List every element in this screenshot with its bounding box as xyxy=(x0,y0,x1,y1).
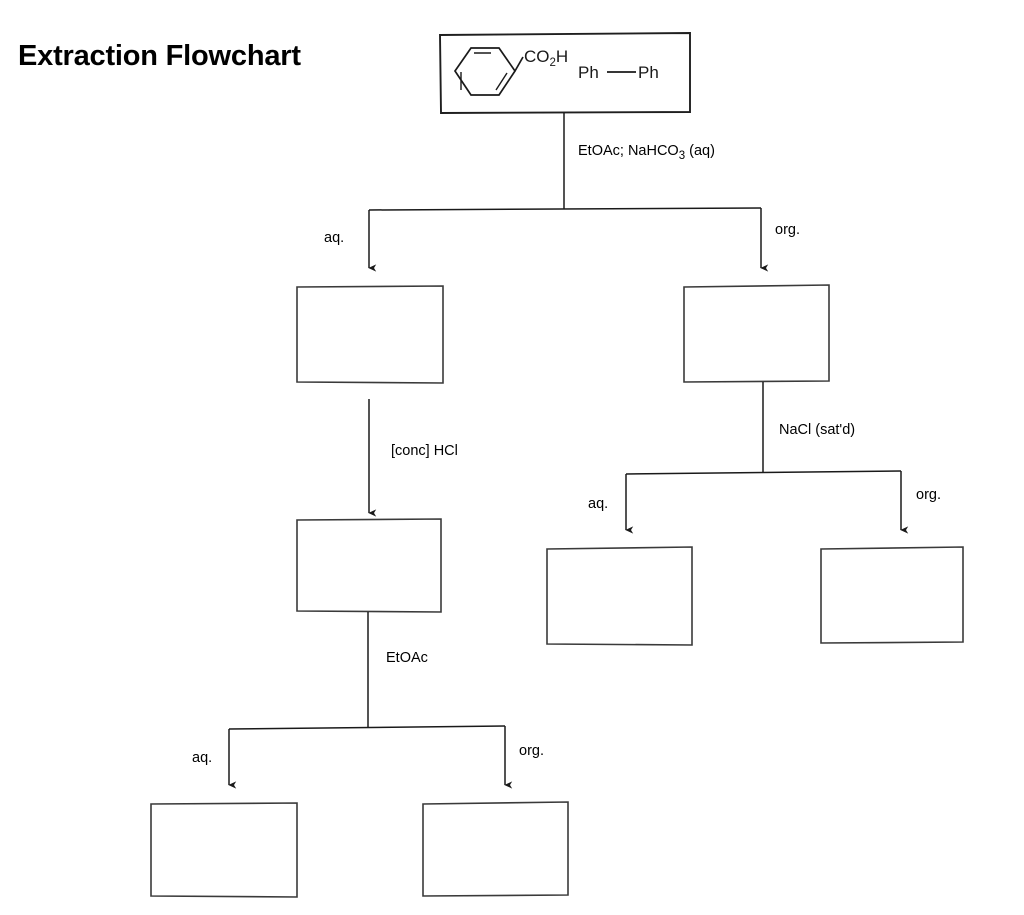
box-acidified-aqueous xyxy=(296,518,442,613)
step1-pre: EtOAc; NaHCO xyxy=(578,143,679,159)
phase-label-aq-3: aq. xyxy=(192,750,212,766)
phase-label-org-1: org. xyxy=(775,222,800,238)
box-organic-final-right xyxy=(820,546,964,644)
split-3-crossbar xyxy=(228,725,506,730)
split-2-crossbar xyxy=(625,470,902,475)
phase-label-org-2: org. xyxy=(916,487,941,503)
box-organic-level1 xyxy=(683,284,830,383)
split-2-connector xyxy=(625,382,909,534)
phase-label-aq-2: aq. xyxy=(588,496,608,512)
biphenyl-right: Ph xyxy=(638,63,659,82)
reagent-label-step1: EtOAc; NaHCO3 (aq) xyxy=(578,143,715,162)
box-organic-final-left xyxy=(422,801,569,897)
box-aqueous-final-left xyxy=(150,802,298,898)
benzene-ring-icon xyxy=(453,47,524,96)
reagent-label-etoac: EtOAc xyxy=(386,650,428,666)
split-1-crossbar xyxy=(368,207,762,211)
co2h-main: CO xyxy=(524,47,550,66)
biphenyl-left: Ph xyxy=(578,63,599,82)
step1-sub: 3 xyxy=(679,150,685,162)
box-aqueous-level1 xyxy=(296,285,444,384)
co2h-tail: H xyxy=(556,47,568,66)
split-1-connector xyxy=(368,113,769,272)
page-title: Extraction Flowchart xyxy=(18,40,301,72)
phase-label-org-3: org. xyxy=(519,743,544,759)
step1-post: (aq) xyxy=(685,143,715,159)
box-aqueous-final-right xyxy=(546,546,693,646)
split-3-connector xyxy=(228,612,513,789)
phase-label-aq-1: aq. xyxy=(324,230,344,246)
biphenyl-label: Ph Ph xyxy=(578,63,659,82)
starting-mixture-box: CO2H Ph Ph xyxy=(439,32,691,114)
reagent-label-conc-hcl: [conc] HCl xyxy=(391,443,458,459)
reagent-label-nacl: NaCl (sat'd) xyxy=(779,422,855,438)
carboxylic-acid-label: CO2H xyxy=(524,47,568,69)
co2h-subscript: 2 xyxy=(550,57,556,69)
